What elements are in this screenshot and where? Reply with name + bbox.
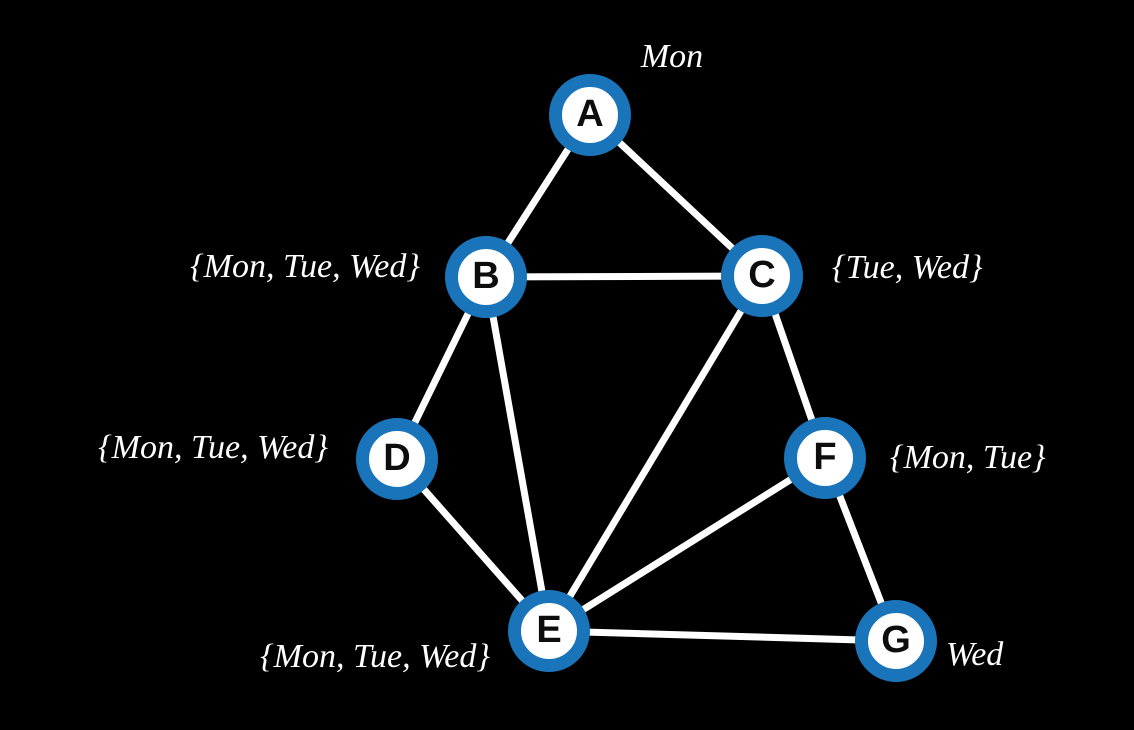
- domain-label-B: {Mon, Tue, Wed}: [190, 248, 420, 285]
- domain-label-G: Wed: [946, 636, 1004, 673]
- node-C: C: [721, 235, 803, 317]
- node-letter: E: [536, 609, 562, 651]
- node-letter: G: [881, 619, 911, 661]
- node-letter: B: [472, 255, 500, 297]
- edge-B-E: [482, 273, 553, 635]
- node-F: F: [784, 417, 866, 499]
- edge-C-E: [545, 272, 766, 635]
- node-letter: F: [813, 436, 837, 478]
- domain-label-C: {Tue, Wed}: [832, 249, 983, 286]
- node-E: E: [508, 590, 590, 672]
- edge-B-C: [482, 272, 766, 281]
- node-letter: C: [748, 254, 776, 296]
- node-letter: A: [576, 93, 604, 135]
- edge-E-G: [545, 627, 900, 645]
- domain-label-A: Mon: [640, 38, 704, 75]
- node-B: B: [445, 236, 527, 318]
- node-A: A: [549, 74, 631, 156]
- domain-label-E: {Mon, Tue, Wed}: [260, 638, 490, 675]
- domain-label-D: {Mon, Tue, Wed}: [98, 429, 328, 466]
- node-letter: D: [383, 437, 411, 479]
- node-D: D: [356, 418, 438, 500]
- domain-label-F: {Mon, Tue}: [890, 439, 1046, 476]
- node-G: G: [855, 600, 937, 682]
- edge-E-F: [545, 454, 829, 635]
